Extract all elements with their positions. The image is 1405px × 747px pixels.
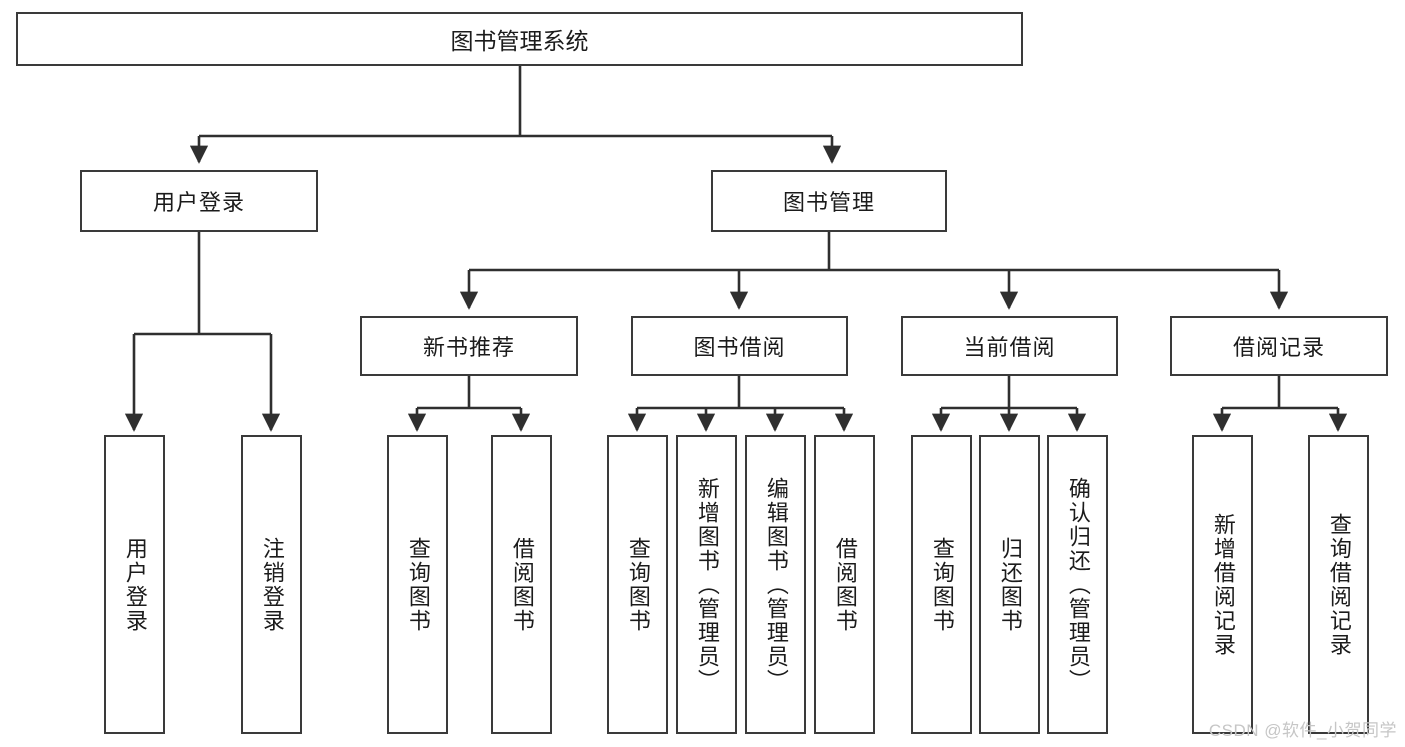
node-book-borrow[interactable]: 图书借阅 bbox=[631, 316, 848, 376]
node-borrow-record[interactable]: 借阅记录 bbox=[1170, 316, 1388, 376]
node-label: 用户登录 bbox=[122, 536, 148, 633]
node-label: 查询图书 bbox=[405, 536, 431, 633]
node-label: 图书管理系统 bbox=[450, 28, 589, 54]
leaf-borrow-record-query[interactable]: 查询借阅记录 bbox=[1308, 435, 1369, 734]
node-label: 查询图书 bbox=[625, 536, 651, 633]
watermark-text: CSDN @软件_小贺同学 bbox=[1208, 721, 1397, 740]
leaf-borrow-record-add[interactable]: 新增借阅记录 bbox=[1192, 435, 1253, 734]
node-label: 新增借阅记录 bbox=[1210, 512, 1236, 657]
leaf-new-book-query[interactable]: 查询图书 bbox=[387, 435, 448, 734]
node-current-borrow[interactable]: 当前借阅 bbox=[901, 316, 1118, 376]
leaf-book-borrow-borrow[interactable]: 借阅图书 bbox=[814, 435, 875, 734]
node-label: 图书借阅 bbox=[693, 335, 786, 360]
node-label: 借阅记录 bbox=[1232, 335, 1325, 360]
node-label: 确认归还（管理员） bbox=[1065, 476, 1091, 693]
node-label: 查询图书 bbox=[929, 536, 955, 633]
node-root-system[interactable]: 图书管理系统 bbox=[16, 12, 1023, 66]
leaf-user-login-logout[interactable]: 注销登录 bbox=[241, 435, 302, 734]
node-label: 用户登录 bbox=[152, 190, 245, 215]
node-user-login[interactable]: 用户登录 bbox=[80, 170, 318, 232]
leaf-current-borrow-query[interactable]: 查询图书 bbox=[911, 435, 972, 734]
leaf-book-borrow-edit[interactable]: 编辑图书（管理员） bbox=[745, 435, 806, 734]
node-label: 编辑图书（管理员） bbox=[763, 476, 789, 693]
node-label: 查询借阅记录 bbox=[1326, 512, 1352, 657]
node-book-management[interactable]: 图书管理 bbox=[711, 170, 947, 232]
node-label: 借阅图书 bbox=[832, 536, 858, 633]
leaf-user-login-login[interactable]: 用户登录 bbox=[104, 435, 165, 734]
node-label: 归还图书 bbox=[997, 536, 1023, 633]
leaf-current-borrow-confirm-return[interactable]: 确认归还（管理员） bbox=[1047, 435, 1108, 734]
node-label: 当前借阅 bbox=[963, 335, 1056, 360]
leaf-book-borrow-add[interactable]: 新增图书（管理员） bbox=[676, 435, 737, 734]
node-label: 注销登录 bbox=[259, 536, 285, 633]
leaf-current-borrow-return[interactable]: 归还图书 bbox=[979, 435, 1040, 734]
node-label: 图书管理 bbox=[782, 190, 875, 215]
leaf-new-book-borrow[interactable]: 借阅图书 bbox=[491, 435, 552, 734]
node-label: 新书推荐 bbox=[422, 335, 515, 360]
leaf-book-borrow-query[interactable]: 查询图书 bbox=[607, 435, 668, 734]
node-label: 新增图书（管理员） bbox=[694, 476, 720, 693]
node-label: 借阅图书 bbox=[509, 536, 535, 633]
node-new-book-recommend[interactable]: 新书推荐 bbox=[360, 316, 578, 376]
